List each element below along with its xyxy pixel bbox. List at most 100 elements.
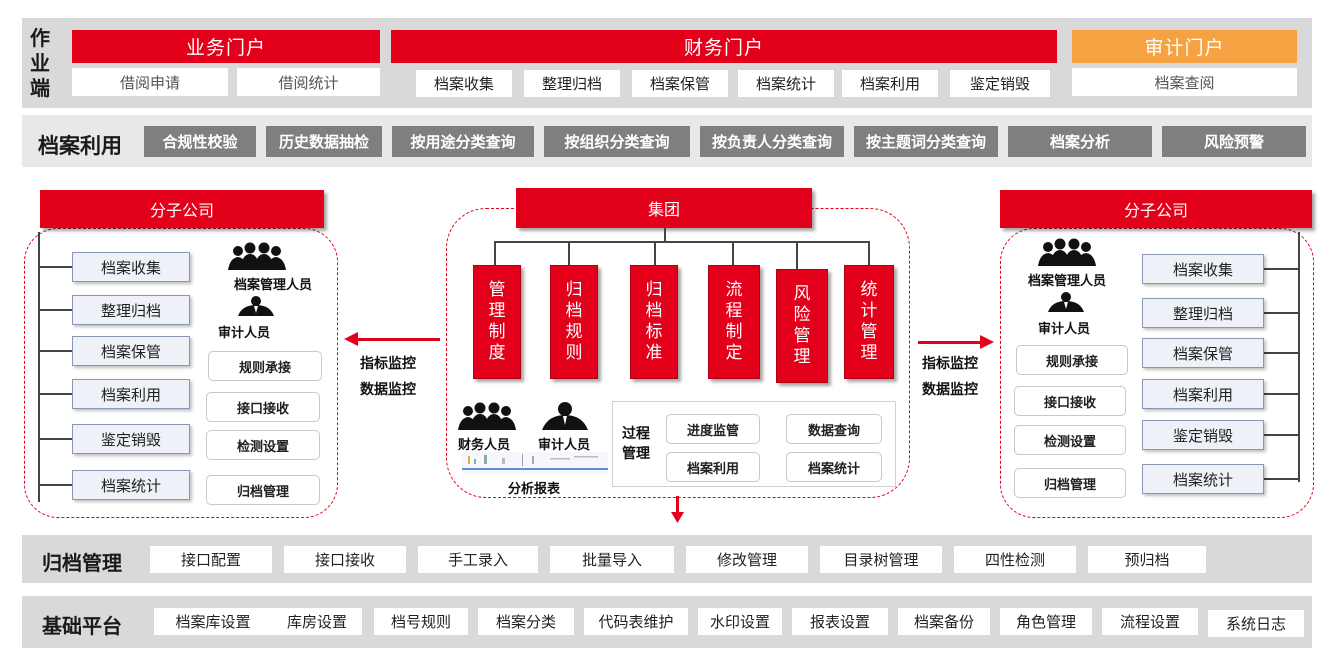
left-module-1[interactable]: 整理归档 [72,295,190,325]
usage-item-4[interactable]: 按负责人分类查询 [700,126,844,157]
platform-item-7[interactable]: 档案备份 [898,608,990,635]
archive-mgmt-item-1[interactable]: 接口接收 [284,546,406,573]
left-monitor-data: 数据监控 [360,382,416,398]
right-function-3[interactable]: 归档管理 [1014,468,1126,498]
right-function-1[interactable]: 接口接收 [1014,386,1126,416]
left-function-0[interactable]: 规则承接 [208,351,322,381]
right-monitor-data: 数据监控 [922,382,978,398]
platform-item-5[interactable]: 水印设置 [698,608,782,635]
usage-item-0[interactable]: 合规性校验 [144,126,256,157]
left-function-2[interactable]: 检测设置 [206,430,320,460]
archive-mgmt-item-3[interactable]: 批量导入 [550,546,674,573]
down-arrow-head-icon [671,512,684,523]
right-module-4[interactable]: 鉴定销毁 [1142,420,1264,450]
archive-mgmt-item-5[interactable]: 目录树管理 [820,546,942,573]
usage-item-3[interactable]: 按组织分类查询 [544,126,690,157]
platform-item-8[interactable]: 角色管理 [1000,608,1092,635]
group-pillar-1-label: 归档规则 [565,280,583,363]
platform-item-2[interactable]: 档号规则 [374,608,468,635]
group-title[interactable]: 集团 [516,188,812,228]
process-item-2[interactable]: 档案利用 [666,452,760,482]
finance-item-5[interactable]: 鉴定销毁 [950,70,1050,97]
left-function-3[interactable]: 归档管理 [206,475,320,505]
left-module-3[interactable]: 档案利用 [72,379,190,409]
left-tree-branch-1 [38,309,72,311]
left-module-5[interactable]: 档案统计 [72,470,190,500]
group-pillar-2[interactable]: 归档标准 [630,265,678,379]
left-role-auditor: 审计人员 [218,326,271,341]
right-company-title[interactable]: 分子公司 [1000,190,1312,228]
right-arrow-line [918,341,982,344]
platform-item-10[interactable]: 系统日志 [1208,610,1304,637]
auditor-icon [238,296,274,316]
business-item-borrow-stats[interactable]: 借阅统计 [237,68,380,96]
left-module-2[interactable]: 档案保管 [72,336,190,366]
group-tree-drop-2 [654,241,656,265]
usage-item-6[interactable]: 档案分析 [1008,126,1152,157]
left-company-boundary [24,228,338,518]
right-monitor-indicator: 指标监控 [922,356,978,372]
finance-item-0[interactable]: 档案收集 [416,70,512,97]
audit-item-archive-view[interactable]: 档案查阅 [1072,68,1297,96]
platform-item-3[interactable]: 档案分类 [478,608,574,635]
right-tree-trunk [1298,232,1300,482]
finance-item-3[interactable]: 档案统计 [738,70,834,97]
right-module-3[interactable]: 档案利用 [1142,379,1264,409]
platform-item-4[interactable]: 代码表维护 [584,608,688,635]
group-pillar-0[interactable]: 管理制度 [473,265,521,379]
group-pillar-1[interactable]: 归档规则 [550,265,598,379]
platform-item-6[interactable]: 报表设置 [792,608,888,635]
left-module-0[interactable]: 档案收集 [72,252,190,282]
group-tree-drop-0 [494,241,496,265]
group-tree-drop-1 [568,241,570,265]
right-people-group-icon [1038,238,1096,266]
finance-item-4[interactable]: 档案利用 [842,70,938,97]
archive-mgmt-item-2[interactable]: 手工录入 [418,546,538,573]
group-pillar-4[interactable]: 风险管理 [776,269,828,383]
right-company-boundary [1000,228,1314,518]
usage-item-5[interactable]: 按主题词分类查询 [854,126,998,157]
archive-mgmt-item-0[interactable]: 接口配置 [150,546,272,573]
right-role-auditor: 审计人员 [1038,322,1091,337]
usage-item-2[interactable]: 按用途分类查询 [392,126,534,157]
left-tree-branch-5 [38,484,72,486]
finance-people-icon [458,402,516,430]
right-module-0[interactable]: 档案收集 [1142,254,1264,284]
right-module-2[interactable]: 档案保管 [1142,338,1264,368]
finance-item-2[interactable]: 档案保管 [632,70,728,97]
platform-item-0[interactable]: 档案库设置 [154,608,272,635]
audit-portal-title[interactable]: 审计门户 [1072,30,1297,63]
finance-portal-title[interactable]: 财务门户 [391,30,1057,63]
archive-mgmt-item-4[interactable]: 修改管理 [686,546,808,573]
left-company-title[interactable]: 分子公司 [40,190,324,228]
right-module-1[interactable]: 整理归档 [1142,298,1264,328]
left-module-4[interactable]: 鉴定销毁 [72,424,190,454]
portal-side-label: 作业端 [30,26,50,100]
platform-label: 基础平台 [42,614,122,638]
usage-item-1[interactable]: 历史数据抽检 [266,126,382,157]
left-tree-branch-0 [38,266,72,268]
right-function-0[interactable]: 规则承接 [1016,345,1128,375]
left-function-1[interactable]: 接口接收 [206,392,320,422]
archive-mgmt-item-6[interactable]: 四性检测 [954,546,1076,573]
right-arrow-head-icon [980,335,994,349]
right-tree-branch-1 [1264,312,1298,314]
right-module-5[interactable]: 档案统计 [1142,464,1264,494]
right-role-archive-manager: 档案管理人员 [1028,274,1107,289]
process-item-3[interactable]: 档案统计 [786,452,882,482]
archive-mgmt-item-7[interactable]: 预归档 [1088,546,1206,573]
business-portal-title[interactable]: 业务门户 [72,30,380,63]
right-tree-branch-2 [1264,352,1298,354]
finance-item-1[interactable]: 整理归档 [524,70,620,97]
platform-item-1[interactable]: 库房设置 [272,608,362,635]
process-item-1[interactable]: 数据查询 [786,414,882,444]
group-pillar-3[interactable]: 流程制定 [708,265,760,379]
left-arrow-line [356,338,440,341]
business-item-borrow-apply[interactable]: 借阅申请 [72,68,228,96]
process-item-0[interactable]: 进度监管 [666,414,760,444]
group-pillar-3-label: 流程制定 [725,280,743,363]
platform-item-9[interactable]: 流程设置 [1102,608,1198,635]
usage-item-7[interactable]: 风险预警 [1162,126,1306,157]
group-pillar-5[interactable]: 统计管理 [844,265,894,379]
right-function-2[interactable]: 检测设置 [1014,425,1126,455]
